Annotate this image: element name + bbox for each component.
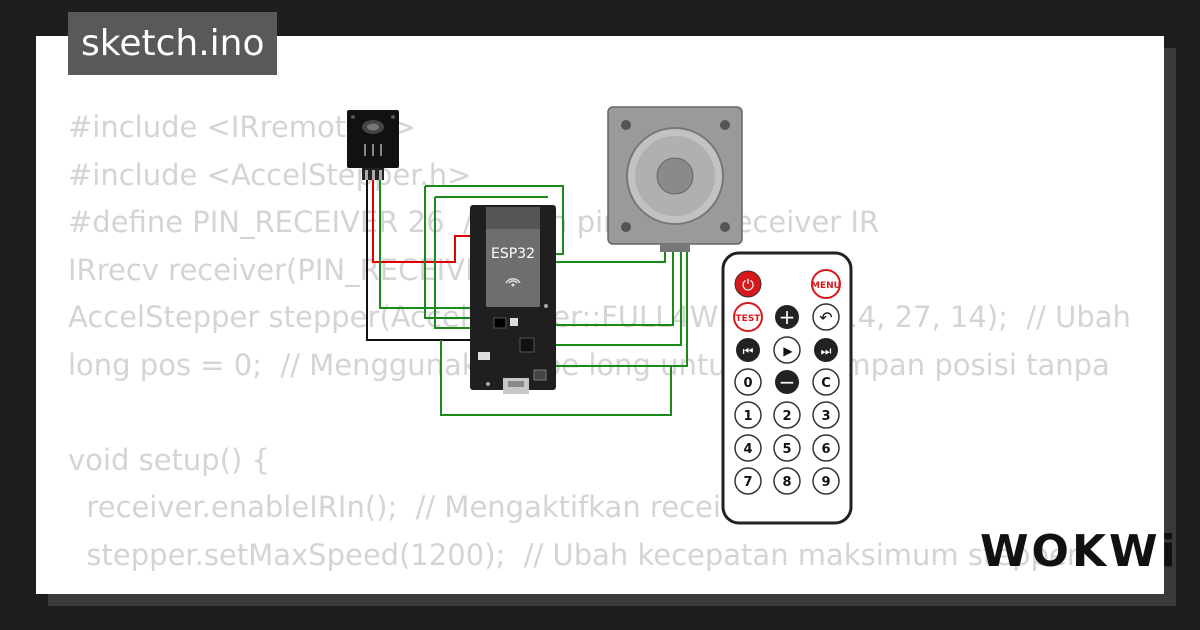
wire-green-9 — [440, 340, 672, 416]
stepper-motor[interactable] — [607, 106, 743, 252]
wire-green-7 — [556, 252, 682, 346]
digit-9-button[interactable] — [812, 467, 840, 495]
digit-grid: 1 2 3 4 5 6 7 8 9 — [734, 401, 840, 495]
code-line: receiver.enableIRIn(); // Mengaktifkan r… — [68, 490, 768, 524]
digit-0-button[interactable] — [734, 368, 762, 396]
menu-button[interactable] — [811, 269, 841, 299]
digit-2-label: 2 — [782, 409, 791, 424]
wire-green-6 — [556, 252, 674, 326]
digit-0-label: 0 — [743, 376, 752, 391]
prev-icon: ⏮ — [743, 344, 754, 358]
digit-7-button[interactable] — [734, 467, 762, 495]
digit-4-label: 4 — [743, 442, 752, 457]
digit-3-label: 3 — [821, 409, 830, 424]
code-line: void setup() { — [68, 442, 270, 477]
wires — [366, 180, 688, 416]
wire-green-signal — [379, 180, 478, 309]
code-line: IRrecv receiver(PIN_RECEIVER); — [68, 252, 525, 287]
digit-1-button[interactable] — [734, 401, 762, 429]
digit-6-button[interactable] — [812, 434, 840, 462]
wire-red — [372, 180, 480, 263]
code-line: #define PIN_RECEIVER 26 // Ubah pin untu… — [68, 205, 880, 239]
plus-button[interactable] — [775, 305, 799, 329]
digit-3-button[interactable] — [812, 401, 840, 429]
project-card: #include <IRremote.h>#include <AccelStep… — [36, 36, 1164, 594]
test-button[interactable] — [733, 302, 763, 332]
wokwi-logo: WOKWi — [980, 526, 1179, 577]
code-line: stepper.setMaxSpeed(1200); // Ubah kecep… — [68, 537, 1079, 572]
power-button[interactable] — [734, 270, 762, 298]
minus-button[interactable] — [775, 370, 799, 394]
digit-8-button[interactable] — [773, 467, 801, 495]
wire-green-8 — [548, 252, 688, 367]
digit-8-label: 8 — [782, 475, 791, 490]
prev-button[interactable] — [736, 338, 760, 362]
esp32-board[interactable]: ESP32 — [470, 205, 556, 394]
board-label: ESP32 — [491, 246, 535, 262]
test-button-label: TEST — [736, 314, 762, 324]
sketch-title: sketch.ino — [68, 12, 278, 75]
menu-button-label: MENU — [811, 281, 841, 291]
ir-remote[interactable]: ⏻ MENU TEST + ↶ ⏮ ▶ ⏭ 0 − C 1 2 3 4 5 6 7 8 9 — [721, 251, 853, 525]
digit-7-label: 7 — [743, 475, 752, 490]
plus-icon: + — [779, 305, 796, 329]
minus-icon: − — [779, 370, 796, 394]
digit-9-label: 9 — [821, 475, 830, 490]
digit-6-label: 6 — [821, 442, 830, 457]
play-button[interactable] — [773, 336, 801, 364]
wire-black — [366, 180, 478, 341]
next-icon: ⏭ — [821, 344, 832, 358]
next-button[interactable] — [814, 338, 838, 362]
digit-1-label: 1 — [743, 409, 752, 424]
digit-5-button[interactable] — [773, 434, 801, 462]
clear-button-label: C — [821, 376, 831, 391]
back-button[interactable] — [812, 303, 840, 331]
back-icon: ↶ — [819, 308, 832, 327]
digit-2-button[interactable] — [773, 401, 801, 429]
wire-green-4 — [434, 197, 478, 329]
code-line: AccelStepper stepper(AccelStepper::FULL4… — [68, 300, 1131, 334]
ir-receiver[interactable] — [347, 110, 399, 180]
clear-button[interactable] — [812, 368, 840, 396]
wire-green-2 — [424, 186, 478, 319]
play-icon: ▶ — [783, 344, 793, 358]
espressif-logo-icon — [505, 278, 521, 284]
digit-5-label: 5 — [782, 442, 791, 457]
code-preview: #include <IRremote.h>#include <AccelStep… — [68, 104, 1131, 579]
wire-green-5 — [548, 252, 666, 263]
power-icon: ⏻ — [742, 276, 754, 294]
digit-4-button[interactable] — [734, 434, 762, 462]
